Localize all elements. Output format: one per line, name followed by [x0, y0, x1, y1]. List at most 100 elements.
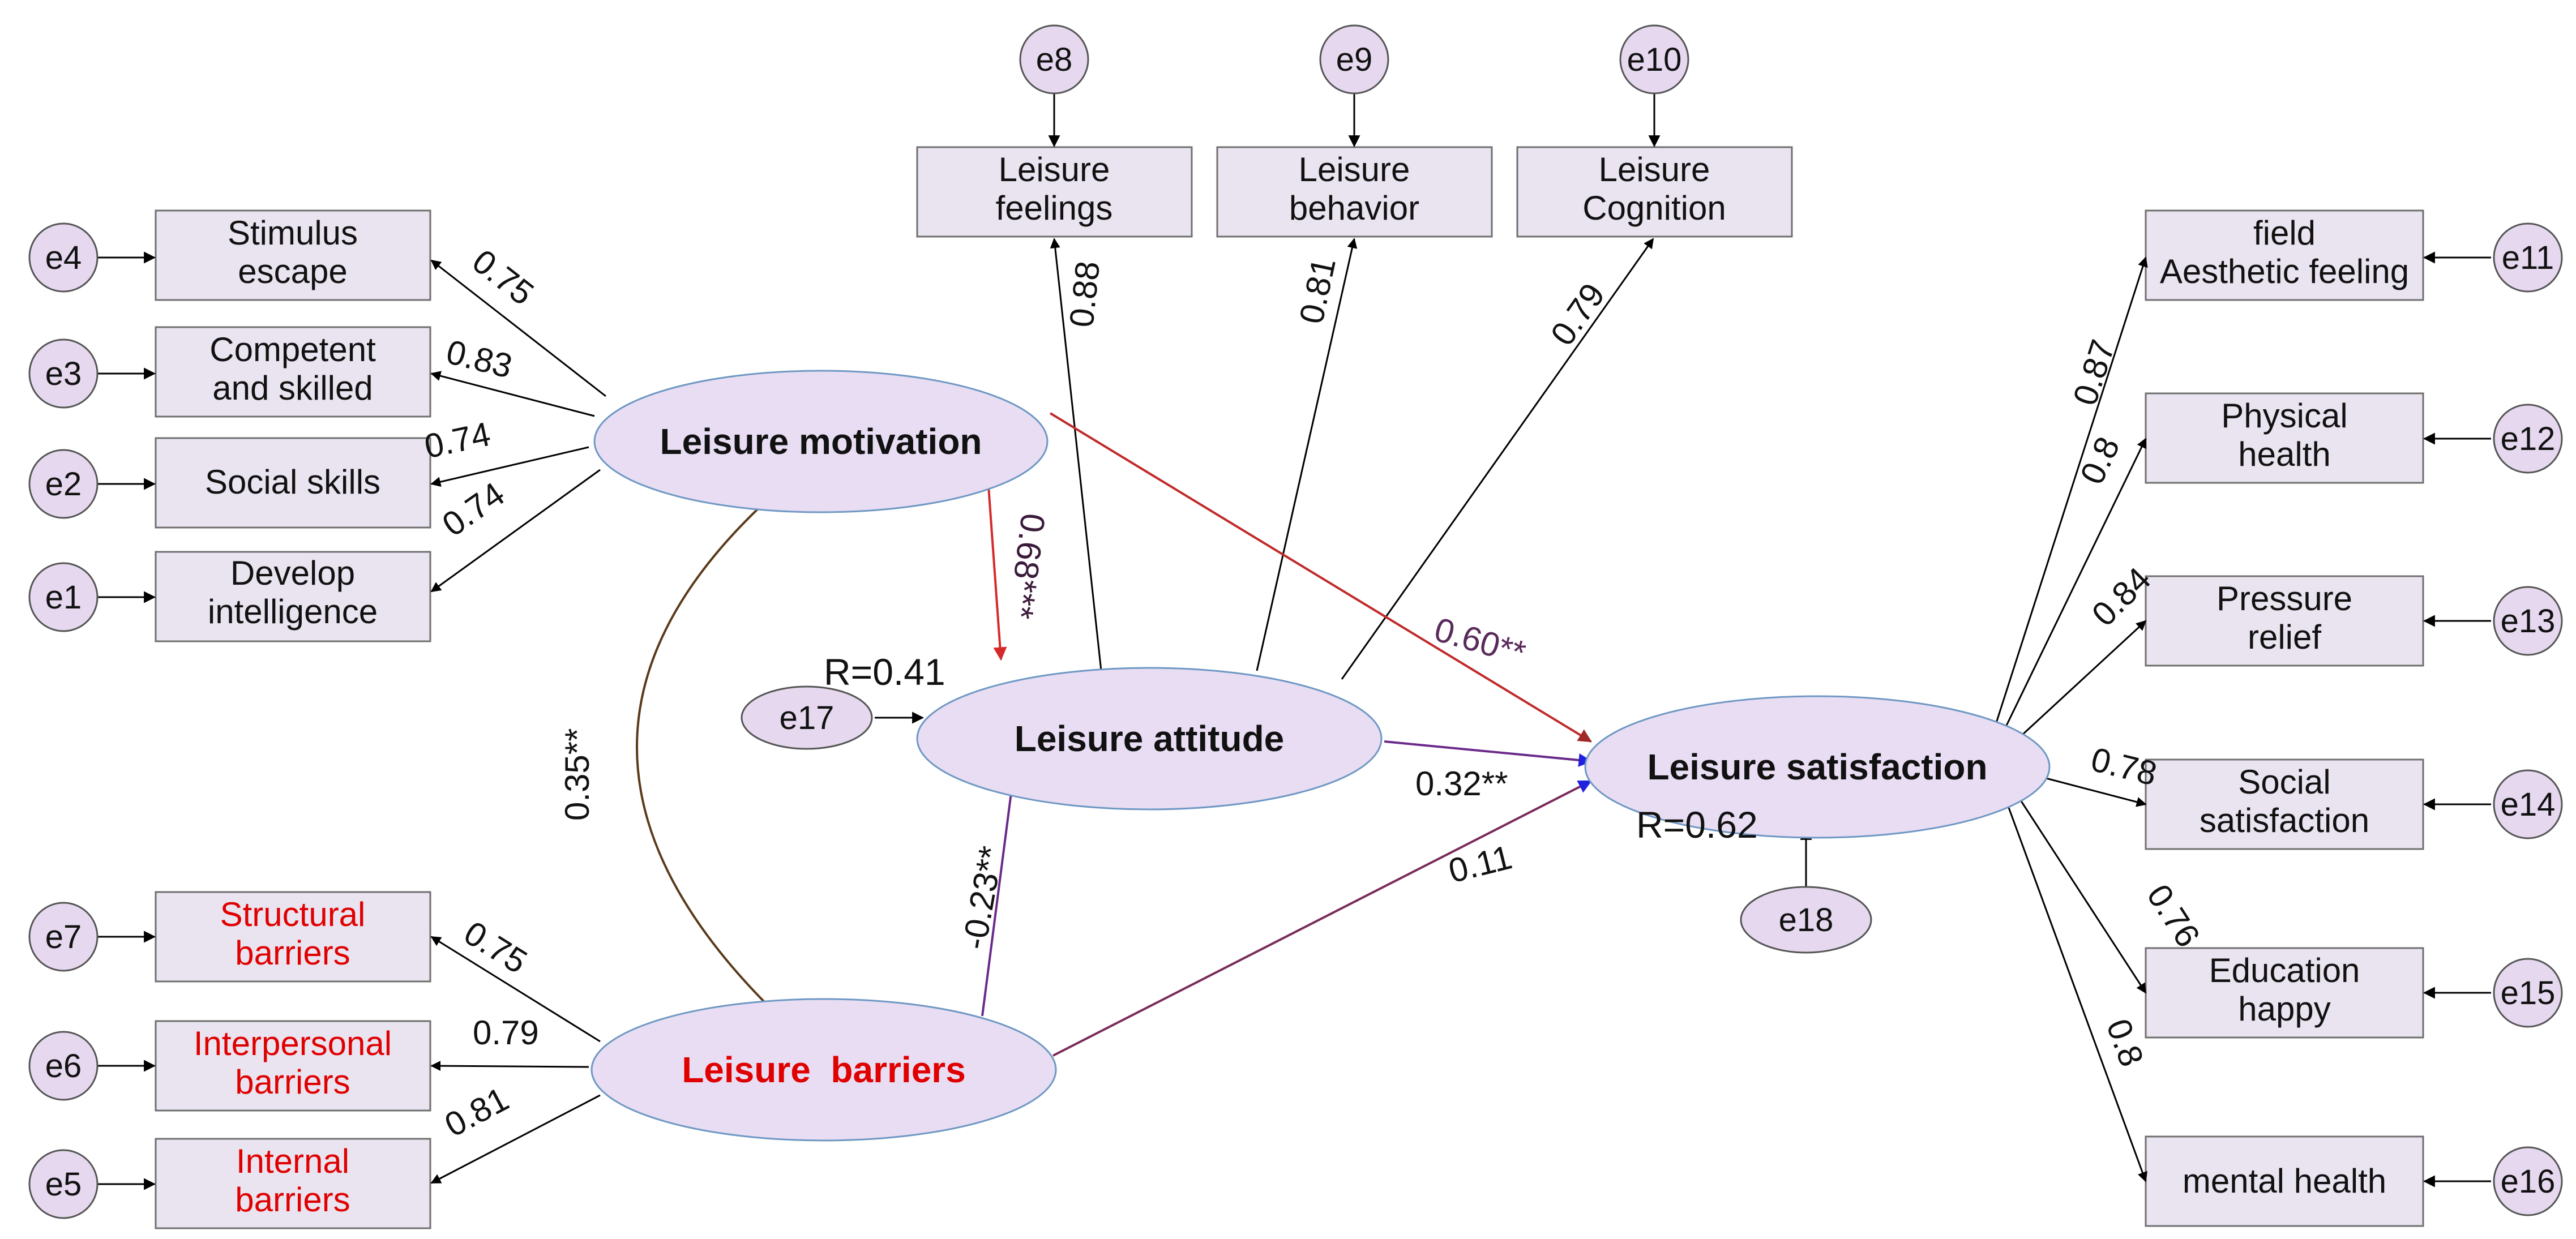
loading-coef: 0.78 [2087, 740, 2161, 793]
loading-coef: 0.76 [2139, 878, 2207, 954]
path-coef-barriers-attitude: -0.23** [955, 843, 1011, 952]
indicator-internal-barriers: Internal barriers [155, 1138, 431, 1229]
loading-coef: 0.83 [443, 333, 516, 385]
error-term-e8: e8 [1019, 24, 1089, 95]
error-term-e15: e15 [2493, 958, 2563, 1028]
indicator-develop-intelligence: Develop intelligence [155, 551, 431, 642]
error-label: e11 [2502, 239, 2554, 276]
covariance-motivation-barriers [636, 491, 777, 1014]
loading-arrow [2014, 792, 2147, 994]
indicator-leisure-feelings: Leisure feelings [916, 146, 1193, 238]
latent-label: Leisure satisfaction [1647, 747, 1987, 787]
loading-arrow [2003, 795, 2147, 1182]
error-label: e5 [45, 1166, 82, 1203]
loading-arrow [430, 371, 595, 417]
error-term-e1: e1 [28, 562, 99, 632]
indicator-label: field [2253, 214, 2316, 252]
latent-label: Leisure motivation [660, 421, 982, 462]
indicator-label: behavior [1289, 189, 1419, 227]
latent-label: Leisure attitude [1015, 718, 1285, 759]
error-label: e6 [45, 1048, 82, 1084]
indicator-label: Social [2238, 763, 2330, 801]
structural-paths [636, 412, 1593, 1057]
loading-arrow [1341, 238, 1654, 680]
path-coef-barriers-satisfaction: 0.11 [1445, 838, 1516, 890]
error-term-e4: e4 [28, 222, 99, 293]
latent-satisfaction: Leisure satisfaction [1584, 695, 2051, 839]
loading-arrow [430, 469, 601, 593]
error-label: e10 [1627, 41, 1682, 78]
indicator-social-satisfaction: Social satisfaction [2145, 758, 2424, 850]
loading-arrow [1256, 238, 1358, 671]
loading-coef: 0.88 [1062, 259, 1107, 329]
indicator-label: and skilled [212, 369, 373, 407]
indicator-label: happy [2238, 990, 2330, 1028]
loading-coef: 0.74 [435, 475, 511, 544]
loading-coef: 0.75 [457, 914, 534, 981]
error-term-e16: e16 [2493, 1146, 2563, 1216]
indicator-label: Internal [236, 1142, 349, 1180]
loading-coef: 0.81 [439, 1079, 515, 1144]
error-label: e16 [2501, 1163, 2556, 1200]
indicator-label: Leisure [1299, 151, 1410, 188]
error-term-e5: e5 [28, 1149, 99, 1219]
loading-coef: 0.74 [421, 415, 494, 466]
indicator-label: Physical [2221, 397, 2347, 435]
error-term-e2: e2 [28, 449, 99, 519]
error-label: e17 [780, 700, 835, 736]
loading-coef: 0.81 [1292, 255, 1343, 327]
indicator-label: relief [2248, 618, 2321, 656]
error-term-e13: e13 [2493, 586, 2563, 656]
loading-coef: 0.8 [2073, 431, 2127, 490]
indicator-social-skills: Social skills [155, 437, 431, 529]
error-label: e12 [2501, 421, 2556, 457]
error-label: e7 [45, 919, 82, 955]
loading-arrow [1995, 256, 2148, 725]
path-barriers-satisfaction [1052, 780, 1593, 1057]
indicator-aesthetic-feeling: field Aesthetic feeling [2145, 209, 2424, 301]
loading-arrow [2020, 620, 2147, 737]
latent-attitude: Leisure attitude [916, 667, 1383, 811]
loading-coef: 0.75 [465, 242, 541, 312]
error-term-e14: e14 [2493, 769, 2563, 839]
loading-arrow [430, 1061, 589, 1071]
indicator-interpersonal-barriers: Interpersonal barriers [155, 1020, 431, 1112]
indicator-label: barriers [235, 1181, 350, 1219]
loading-coef: 0.79 [473, 1014, 539, 1052]
path-attitude-satisfaction [1384, 740, 1593, 767]
error-term-e6: e6 [28, 1031, 99, 1101]
path-coef-motivation-barriers: 0.35** [558, 728, 596, 821]
loading-arrow [430, 1094, 601, 1184]
error-label: e13 [2501, 603, 2556, 640]
indicator-physical-health: Physical health [2145, 392, 2424, 484]
path-coefficients: 0.68*** 0.60** 0.32** -0.23** 0.11 0.35*… [558, 511, 1758, 952]
path-coef-attitude-satisfaction: 0.32** [1415, 765, 1508, 803]
indicator-label: health [2238, 435, 2330, 473]
indicator-leisure-cognition: Leisure Cognition [1516, 146, 1793, 238]
r-squared-attitude: R=0.41 [824, 651, 945, 693]
loading-arrow [2003, 438, 2147, 731]
indicator-label: escape [238, 252, 347, 290]
indicator-label: Aesthetic feeling [2160, 252, 2409, 290]
loading-arrow [2035, 774, 2147, 807]
loading-coef: 0.79 [1543, 276, 1612, 352]
indicator-mental-health: mental health [2145, 1135, 2424, 1227]
indicator-label: Pressure [2216, 580, 2352, 618]
indicator-label: Education [2209, 951, 2360, 989]
error-term-e17: e17 [741, 685, 873, 750]
path-motivation-satisfaction [1049, 412, 1593, 743]
indicator-label: barriers [235, 934, 350, 972]
path-coef-motivation-satisfaction: 0.60** [1430, 610, 1530, 672]
error-term-e3: e3 [28, 338, 99, 409]
indicator-label: intelligence [208, 593, 378, 631]
loading-arrow [430, 446, 589, 487]
r-squared-satisfaction: R=0.62 [1636, 804, 1758, 846]
indicator-structural-barriers: Structural barriers [155, 891, 431, 983]
latent-barriers: Leisure barriers [590, 998, 1057, 1142]
error-term-e7: e7 [28, 902, 99, 972]
error-label: e2 [45, 466, 82, 503]
indicator-label: Develop [230, 554, 355, 592]
path-motivation-attitude [987, 478, 1007, 661]
error-term-e9: e9 [1319, 24, 1389, 95]
